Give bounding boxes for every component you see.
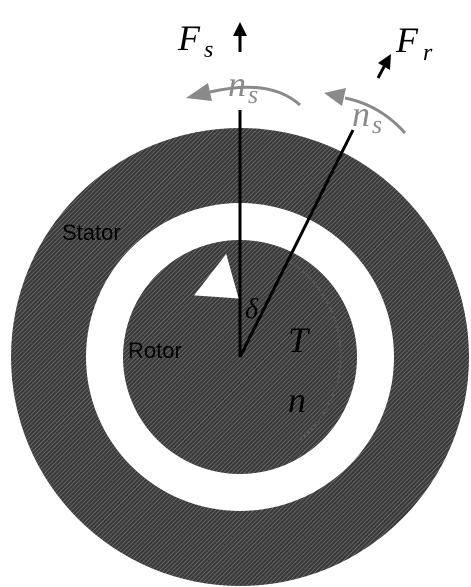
rotor-field-axis: [238, 129, 355, 358]
ns-right-label: n: [352, 94, 370, 134]
ns-left-arc: [209, 85, 302, 107]
ns-left-arrowhead-icon: [186, 83, 212, 101]
ns-right-arrowhead-icon: [324, 88, 346, 106]
rotor-pointer-triangle: [194, 253, 239, 299]
fs-arrowhead-icon: [233, 22, 247, 36]
ns-left-label-subscript: s: [248, 80, 258, 109]
rotor-speed-label: n: [288, 380, 306, 420]
load-angle-delta-label: δ: [245, 294, 259, 325]
ns-right-arc: [344, 96, 407, 134]
fr-arrowhead-icon: [378, 54, 391, 70]
stator-label: Stator: [62, 220, 121, 245]
torque-label: T: [288, 320, 311, 360]
ns-right-label-subscript: s: [372, 110, 382, 139]
rotor-label: Rotor: [128, 338, 182, 363]
fr-label: F: [395, 20, 419, 60]
fr-label-subscript: r: [423, 40, 433, 66]
fs-label: F: [177, 18, 201, 58]
fs-label-subscript: s: [204, 37, 213, 63]
ns-left-label: n: [228, 64, 246, 104]
